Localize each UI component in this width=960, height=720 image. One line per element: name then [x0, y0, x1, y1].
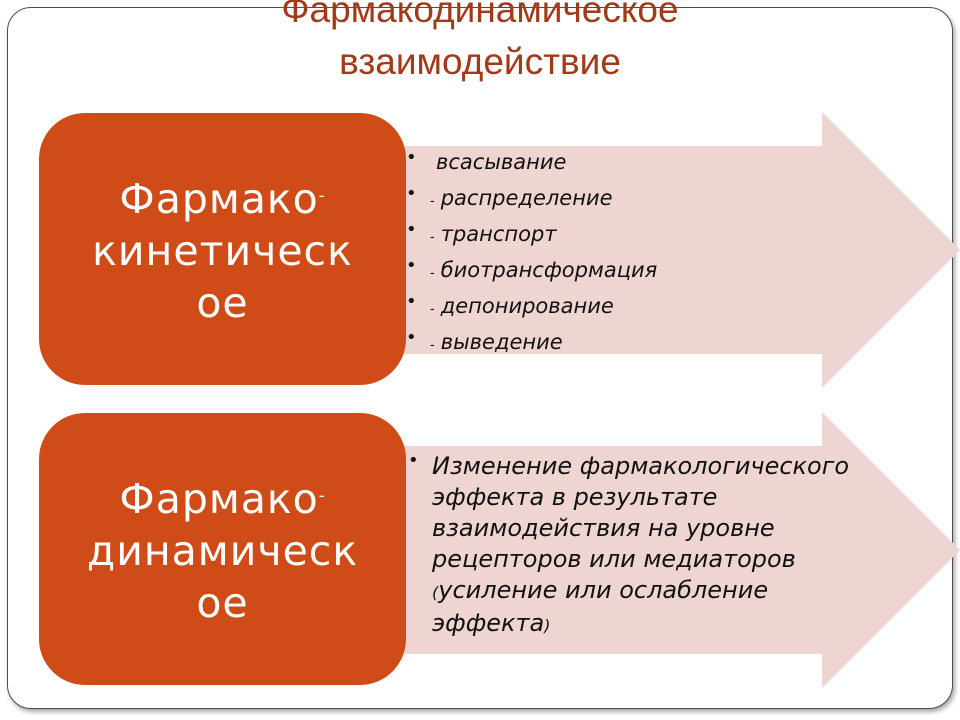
list-item-text: биотрансформация	[440, 258, 658, 282]
list-item-text: депонирование	[440, 294, 614, 318]
pharmacodynamic-label: Фармако- динамическ ое	[87, 470, 358, 629]
pharmacodynamic-label-line1: Фармако	[119, 474, 319, 523]
pharmacodynamic-list: Изменение фармакологического эффекта в р…	[408, 445, 852, 641]
pharmacokinetic-box: Фармако- кинетическ ое	[39, 113, 406, 385]
pharmacodynamic-effect: усиление или ослабление эффекта	[432, 576, 769, 637]
list-item-dash: -	[430, 338, 435, 353]
pharmacokinetic-list: всасывание -распределение -транспорт -би…	[406, 141, 658, 362]
pharmacodynamic-description: Изменение фармакологического эффекта в р…	[432, 452, 850, 573]
list-item-text: выведение	[440, 330, 563, 354]
pharmacodynamic-label-line3: ое	[196, 578, 249, 627]
pharmacokinetic-label-line1: Фармако	[119, 174, 319, 223]
pharmacokinetic-label-line2: кинетическ	[92, 226, 353, 275]
pharmacodynamic-label-dash: -	[318, 485, 326, 505]
pharmacodynamic-label-line2: динамическ	[86, 526, 359, 575]
list-item-text: транспорт	[440, 222, 557, 246]
list-item-text: всасывание	[436, 150, 567, 174]
list-item: -депонирование	[406, 285, 657, 326]
list-item: -биотрансформация	[406, 249, 658, 290]
list-item: Изменение фармакологического эффекта в р…	[408, 445, 852, 641]
list-item: всасывание	[406, 141, 657, 182]
list-item-text: распределение	[440, 186, 613, 210]
list-item: -выведение	[406, 321, 657, 362]
list-item-dash: -	[430, 194, 435, 209]
pharmacokinetic-label: Фармако- кинетическ ое	[92, 170, 353, 329]
list-item-dash: -	[430, 230, 435, 245]
list-item-dash: -	[430, 302, 435, 317]
list-item-dash: -	[430, 266, 435, 281]
pharmacokinetic-label-line3: ое	[196, 278, 249, 327]
slide-title: Фармакодинамическое взаимодействие	[281, 0, 679, 82]
pharmacodynamic-box: Фармако- динамическ ое	[39, 413, 406, 685]
paren-close: )	[544, 616, 551, 635]
list-item: -транспорт	[406, 213, 657, 254]
paren-open: (	[432, 583, 439, 602]
list-item: -распределение	[406, 177, 657, 218]
pharmacokinetic-label-dash: -	[318, 185, 326, 205]
